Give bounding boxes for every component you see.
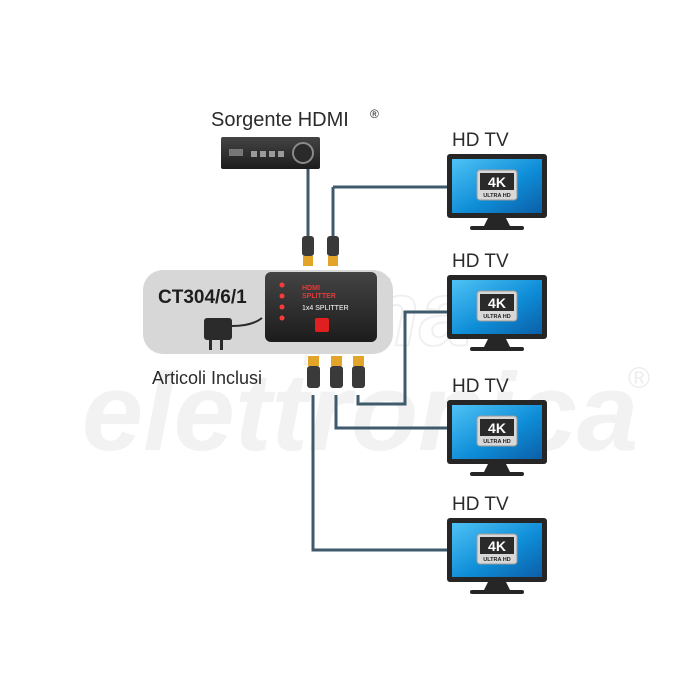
alpha-logo-icon <box>315 318 329 332</box>
4k-badge-icon: 4K ULTRA HD <box>476 290 518 322</box>
source-reg-mark: ® <box>370 107 379 121</box>
cable-tv3 <box>334 395 450 430</box>
tv-stand <box>484 218 510 226</box>
cable-tv2 <box>356 310 450 406</box>
4k-badge-icon: 4K ULTRA HD <box>476 415 518 447</box>
accessories-label: Articoli Inclusi <box>152 368 262 388</box>
splitter-type-label: 1x4 SPLITTER <box>302 305 349 312</box>
tv-label: HD TV <box>452 130 509 151</box>
hd-tv-3: HD TV 4K ULTRA HD <box>447 376 547 476</box>
hdmi-source-device <box>221 137 320 169</box>
volume-knob-icon <box>292 142 314 164</box>
badge-ultra-hd-text: ULTRA HD <box>483 557 511 563</box>
4k-badge-icon: 4K ULTRA HD <box>476 533 518 565</box>
badge-4k-text: 4K <box>488 295 506 311</box>
tv-base <box>470 226 524 230</box>
tv-base <box>470 347 524 351</box>
connector-splitter-in <box>327 236 339 266</box>
splitter-panel: HDMI SPLITTER 1x4 SPLITTER <box>143 270 393 354</box>
connector-out-2 <box>330 356 343 388</box>
hdmi-cables <box>306 168 450 552</box>
badge-4k-text: 4K <box>488 538 506 554</box>
badge-4k-text: 4K <box>488 174 506 190</box>
splitter-box <box>265 272 377 342</box>
badge-ultra-hd-text: ULTRA HD <box>483 314 511 320</box>
hdmi-connectors <box>302 236 365 388</box>
hd-tv-2: HD TV 4K ULTRA HD <box>447 251 547 351</box>
watermark-reg: ® <box>628 362 650 395</box>
source-label: Sorgente HDMI <box>211 109 349 131</box>
tv-stand <box>484 464 510 472</box>
tv-base <box>470 590 524 594</box>
splitter-brand-line2: SPLITTER <box>302 293 336 300</box>
tv-label: HD TV <box>452 494 509 515</box>
tv-label: HD TV <box>452 376 509 397</box>
connector-out-3 <box>352 356 365 388</box>
badge-4k-text: 4K <box>488 420 506 436</box>
power-adapter-icon <box>204 317 263 350</box>
splitter-brand-line1: HDMI <box>302 285 320 292</box>
badge-ultra-hd-text: ULTRA HD <box>483 193 511 199</box>
4k-badge-icon: 4K ULTRA HD <box>476 169 518 201</box>
cable-tv4 <box>311 395 450 552</box>
splitter-model: CT304/6/1 <box>158 287 247 308</box>
connector-out-1 <box>307 356 320 388</box>
tv-stand <box>484 582 510 590</box>
hd-tv-4: HD TV 4K ULTRA HD <box>447 494 547 594</box>
badge-ultra-hd-text: ULTRA HD <box>483 439 511 445</box>
tv-stand <box>484 339 510 347</box>
tv-group: HD TV 4K ULTRA HD HD TV 4K ULTRA HD HD TV 4K ULT… <box>447 130 547 594</box>
connector-source <box>302 236 314 266</box>
tv-label: HD TV <box>452 251 509 272</box>
hd-tv-1: HD TV 4K ULTRA HD <box>447 130 547 230</box>
tv-base <box>470 472 524 476</box>
